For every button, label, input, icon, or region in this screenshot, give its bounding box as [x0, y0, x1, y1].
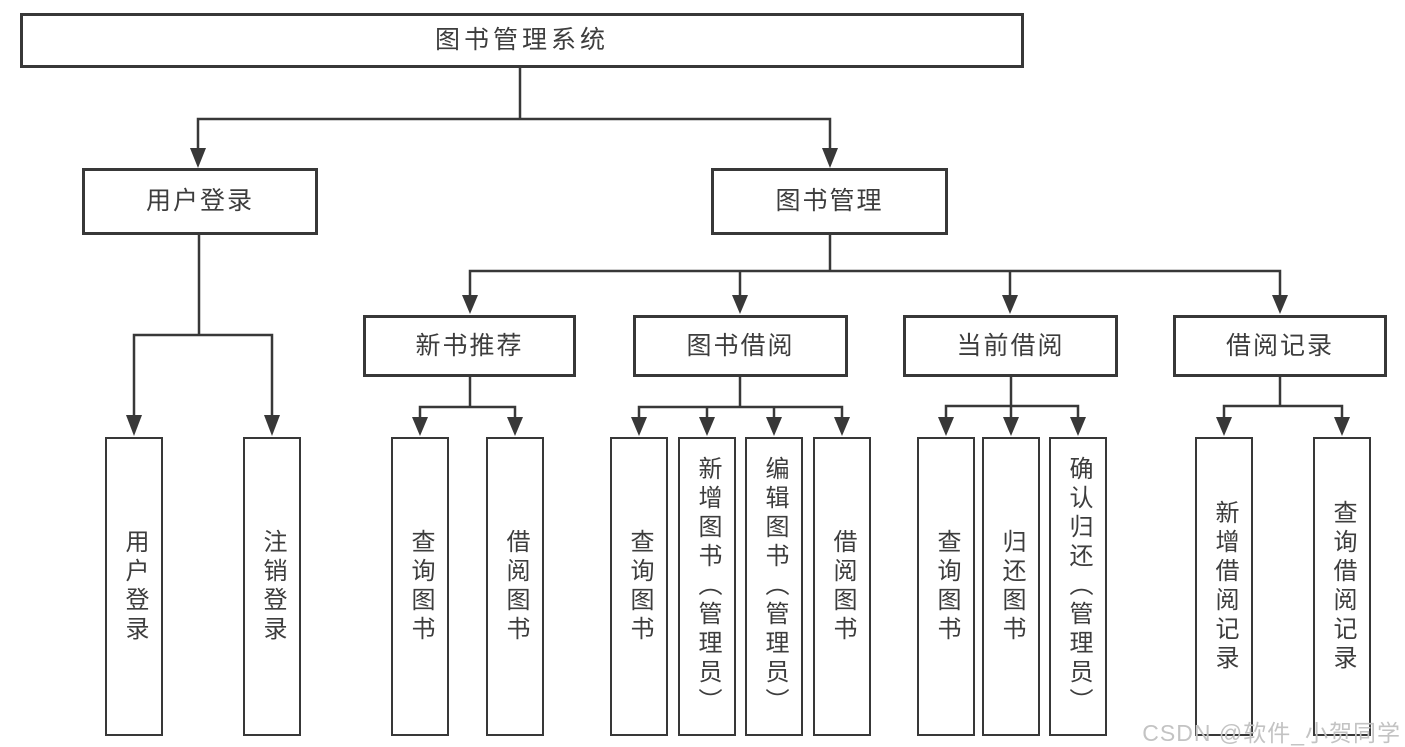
node-borrowing-records: 借阅记录	[1173, 315, 1387, 377]
leaf-add-books-admin: 新增图书（管理员）	[678, 437, 736, 736]
leaf-query-borrow-record: 查询借阅记录	[1313, 437, 1371, 736]
leaf-user-login: 用户登录	[105, 437, 163, 736]
node-current-borrowing: 当前借阅	[903, 315, 1118, 377]
leaf-return-books: 归还图书	[982, 437, 1040, 736]
leaf-add-borrow-record: 新增借阅记录	[1195, 437, 1253, 736]
leaf-query-books: 查询图书	[610, 437, 668, 736]
connector-new-book-rec-bar	[418, 405, 517, 419]
node-book-management: 图书管理	[711, 168, 948, 235]
leaf-confirm-return-admin: 确认归还（管理员）	[1049, 437, 1107, 736]
csdn-watermark: CSDN @软件_小贺同学	[1142, 720, 1401, 746]
leaf-query-books: 查询图书	[391, 437, 449, 736]
node-book-borrowing: 图书借阅	[633, 315, 848, 377]
node-new-book-recommendation: 新书推荐	[363, 315, 576, 377]
leaf-borrow-books: 借阅图书	[486, 437, 544, 736]
connector-book-mgmt-bar	[468, 269, 1282, 297]
node-user-login: 用户登录	[82, 168, 318, 235]
node-library-management-system: 图书管理系统	[20, 13, 1024, 68]
connector-book-borrow-bar	[637, 405, 844, 419]
leaf-logout: 注销登录	[243, 437, 301, 736]
leaf-borrow-books: 借阅图书	[813, 437, 871, 736]
connector-user-login-bar	[132, 333, 274, 417]
arrowheads	[126, 148, 1350, 436]
leaf-edit-books-admin: 编辑图书（管理员）	[745, 437, 803, 736]
connector-root-bar	[196, 117, 832, 150]
leaf-query-books: 查询图书	[917, 437, 975, 736]
connector-borrow-records-bar	[1222, 404, 1344, 419]
